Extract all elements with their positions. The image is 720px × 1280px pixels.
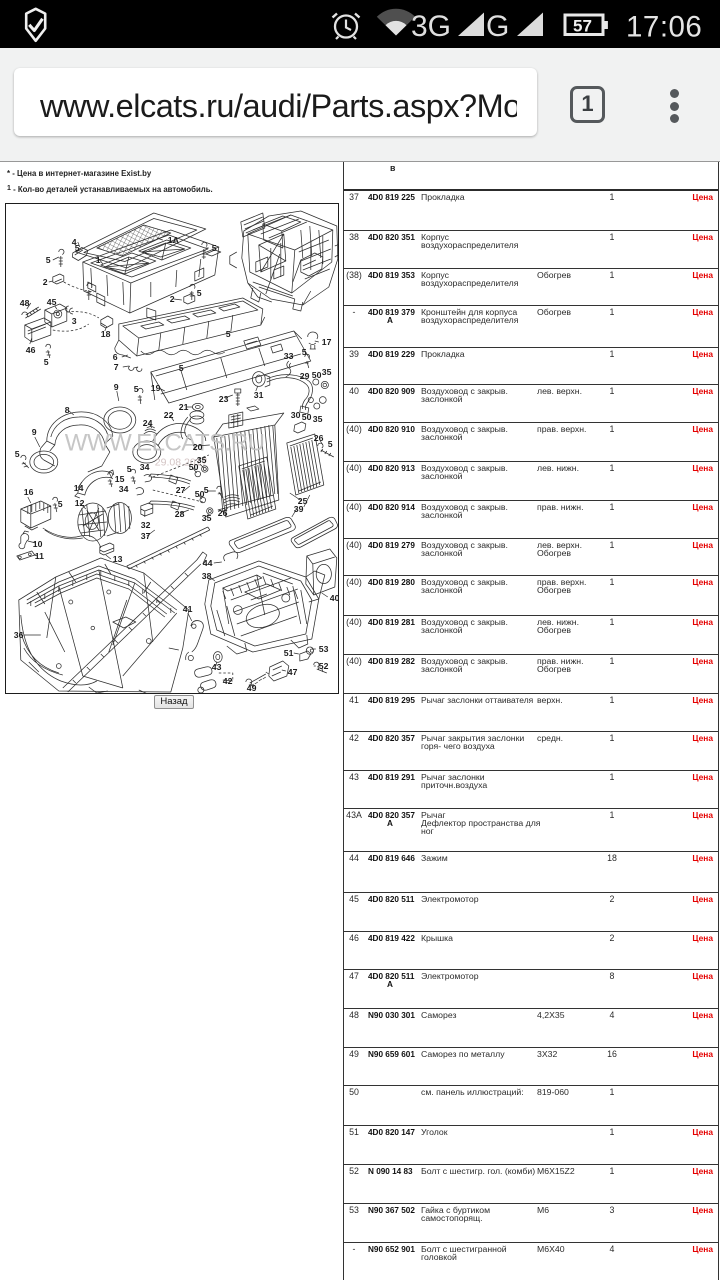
- svg-text:2: 2: [43, 277, 48, 287]
- svg-text:17: 17: [322, 337, 332, 347]
- svg-text:37: 37: [141, 531, 151, 541]
- svg-text:27: 27: [176, 485, 186, 495]
- svg-text:43: 43: [212, 662, 222, 672]
- svg-text:53: 53: [319, 644, 329, 654]
- svg-text:5: 5: [212, 243, 217, 253]
- svg-text:5: 5: [46, 255, 51, 265]
- svg-text:50: 50: [312, 370, 322, 380]
- svg-text:17:06: 17:06: [626, 11, 702, 44]
- svg-text:1: 1: [96, 255, 101, 265]
- svg-text:22: 22: [164, 410, 174, 420]
- svg-text:20: 20: [193, 442, 203, 452]
- svg-text:49: 49: [247, 683, 257, 693]
- svg-text:25: 25: [298, 496, 308, 506]
- svg-text:4: 4: [72, 237, 77, 247]
- svg-text:24: 24: [143, 418, 153, 428]
- svg-text:47: 47: [288, 667, 298, 677]
- svg-text:5: 5: [226, 329, 231, 339]
- svg-text:11: 11: [35, 551, 44, 561]
- svg-text:5: 5: [302, 347, 307, 357]
- svg-text:36: 36: [14, 630, 24, 640]
- svg-text:26: 26: [314, 433, 324, 443]
- svg-text:5: 5: [197, 288, 202, 298]
- svg-text:5: 5: [58, 499, 63, 509]
- svg-text:8: 8: [65, 405, 70, 415]
- svg-text:50: 50: [189, 462, 199, 472]
- svg-text:2: 2: [170, 294, 175, 304]
- svg-text:16: 16: [24, 487, 34, 497]
- svg-text:51: 51: [284, 648, 294, 658]
- svg-text:29.08.2017: 29.08.2017: [155, 457, 208, 469]
- svg-text:5: 5: [134, 384, 139, 394]
- svg-text:6: 6: [113, 352, 118, 362]
- svg-text:34: 34: [140, 462, 150, 472]
- svg-text:9: 9: [32, 427, 37, 437]
- svg-text:5: 5: [127, 464, 132, 474]
- svg-text:38: 38: [202, 571, 212, 581]
- svg-text:WWW.ELCATS.RU: WWW.ELCATS.RU: [65, 430, 265, 457]
- svg-text:42: 42: [223, 676, 233, 686]
- svg-text:7: 7: [114, 362, 119, 372]
- svg-text:9: 9: [114, 382, 119, 392]
- svg-text:28: 28: [175, 509, 185, 519]
- svg-text:5: 5: [75, 243, 80, 253]
- svg-text:13: 13: [113, 554, 123, 564]
- svg-text:46: 46: [26, 345, 36, 355]
- svg-text:3: 3: [72, 316, 77, 326]
- svg-text:1A: 1A: [168, 235, 180, 245]
- svg-text:45: 45: [47, 297, 57, 307]
- svg-text:39: 39: [294, 504, 304, 514]
- svg-text:30: 30: [291, 410, 301, 420]
- svg-text:23: 23: [219, 394, 229, 404]
- svg-text:48: 48: [20, 298, 30, 308]
- svg-text:35: 35: [322, 367, 332, 377]
- svg-text:40: 40: [330, 593, 338, 603]
- svg-text:35: 35: [202, 513, 212, 523]
- svg-text:5: 5: [328, 439, 333, 449]
- svg-text:50: 50: [195, 489, 205, 499]
- svg-text:3G: 3G: [411, 10, 451, 43]
- svg-text:12: 12: [75, 498, 85, 508]
- svg-text:G: G: [486, 10, 509, 43]
- svg-text:15: 15: [115, 474, 125, 484]
- svg-text:21: 21: [179, 402, 189, 412]
- svg-text:41: 41: [183, 604, 193, 614]
- svg-text:35: 35: [313, 414, 323, 424]
- svg-text:31: 31: [254, 390, 264, 400]
- svg-text:5: 5: [179, 363, 184, 373]
- svg-text:32: 32: [141, 520, 151, 530]
- svg-text:52: 52: [319, 661, 329, 671]
- svg-text:29: 29: [300, 371, 310, 381]
- svg-text:5: 5: [15, 449, 20, 459]
- svg-text:10: 10: [33, 539, 43, 549]
- svg-text:44: 44: [203, 558, 213, 568]
- svg-text:5: 5: [44, 357, 49, 367]
- svg-text:5: 5: [204, 485, 209, 495]
- svg-text:50: 50: [302, 412, 312, 422]
- svg-text:57: 57: [573, 17, 592, 36]
- svg-text:35: 35: [197, 455, 207, 465]
- svg-text:19: 19: [151, 383, 161, 393]
- svg-text:14: 14: [74, 483, 84, 493]
- svg-text:33: 33: [284, 351, 294, 361]
- svg-text:26: 26: [218, 508, 228, 518]
- svg-text:34: 34: [119, 484, 129, 494]
- svg-text:18: 18: [101, 329, 111, 339]
